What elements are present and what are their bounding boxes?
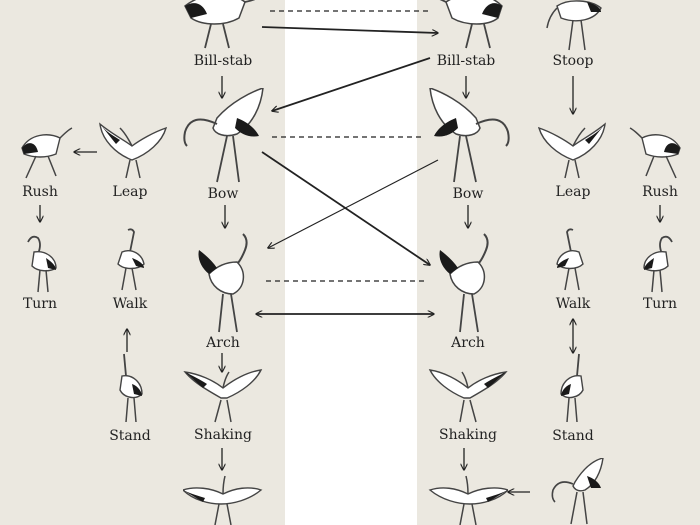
crane-leap-icon (537, 120, 609, 180)
label-right-rush: Rush (620, 184, 700, 200)
crane-arch-icon (193, 232, 259, 334)
label-right-leap: Leap (533, 184, 613, 200)
node-right-spread (428, 474, 508, 525)
label-left-leap: Leap (90, 184, 170, 200)
crane-turn-icon (20, 232, 60, 294)
node-right-turn: Turn (620, 232, 700, 312)
arrow-left-bill-stab-to-right-bill-stab (262, 27, 438, 33)
crane-walk-icon (106, 228, 150, 292)
node-left-bill-stab: Bill-stab (183, 0, 263, 76)
crane-spread-wings-icon (183, 474, 263, 525)
node-right-bill-stab: Bill-stab (426, 0, 506, 76)
node-left-shaking: Shaking (183, 368, 263, 446)
crane-rush-icon (12, 126, 74, 180)
node-left-rush: Rush (0, 126, 80, 204)
crane-leap-icon (96, 120, 168, 180)
label-right-arch: Arch (428, 335, 508, 351)
crane-stand-icon (112, 352, 148, 424)
crane-spread-wings-icon (428, 474, 508, 525)
crane-bow-icon (177, 88, 269, 184)
label-left-walk: Walk (90, 296, 170, 312)
crane-bill-stab-icon (155, 0, 265, 50)
node-left-turn: Turn (0, 232, 80, 312)
crane-bow-icon (424, 88, 516, 184)
label-left-shaking: Shaking (183, 427, 263, 443)
node-left-leap: Leap (90, 120, 170, 204)
crane-walk-icon (551, 228, 595, 292)
label-left-rush: Rush (0, 184, 80, 200)
label-left-bow: Bow (183, 186, 263, 202)
label-left-stand: Stand (90, 428, 170, 444)
node-left-walk: Walk (90, 228, 170, 312)
label-right-walk: Walk (533, 296, 613, 312)
label-right-stoop: Stoop (533, 53, 613, 69)
node-left-arch: Arch (183, 232, 263, 352)
crane-rush-icon (628, 126, 690, 180)
node-right-walk: Walk (533, 228, 613, 312)
node-left-stand: Stand (90, 352, 170, 444)
node-right-rush: Rush (620, 126, 700, 204)
node-right-arch: Arch (428, 232, 508, 352)
crane-display-icon (541, 458, 605, 525)
label-right-shaking: Shaking (428, 427, 508, 443)
node-right-bottom-display (533, 458, 613, 525)
label-right-bill-stab: Bill-stab (426, 53, 506, 69)
node-right-stoop: Stoop (533, 0, 613, 76)
node-right-bow: Bow (428, 88, 508, 204)
crane-bill-stab-icon (432, 0, 532, 50)
arrow-right-bill-stab-to-left-bow (272, 58, 430, 111)
label-left-arch: Arch (183, 335, 263, 351)
crane-turn-icon (640, 232, 680, 294)
node-right-shaking: Shaking (428, 368, 508, 446)
crane-arch-icon (434, 232, 500, 334)
label-left-bill-stab: Bill-stab (183, 53, 263, 69)
label-right-bow: Bow (428, 186, 508, 202)
label-right-turn: Turn (620, 296, 700, 312)
crane-shaking-icon (183, 368, 263, 424)
crane-shaking-icon (428, 368, 508, 424)
crane-stoop-icon (543, 0, 605, 52)
node-right-stand: Stand (533, 352, 613, 444)
label-left-turn: Turn (0, 296, 80, 312)
crane-stand-icon (555, 352, 591, 424)
arrow-left-bow-to-right-arch (262, 152, 430, 265)
node-left-spread (183, 474, 263, 525)
node-right-leap: Leap (533, 120, 613, 204)
label-right-stand: Stand (533, 428, 613, 444)
node-left-bow: Bow (183, 88, 263, 204)
